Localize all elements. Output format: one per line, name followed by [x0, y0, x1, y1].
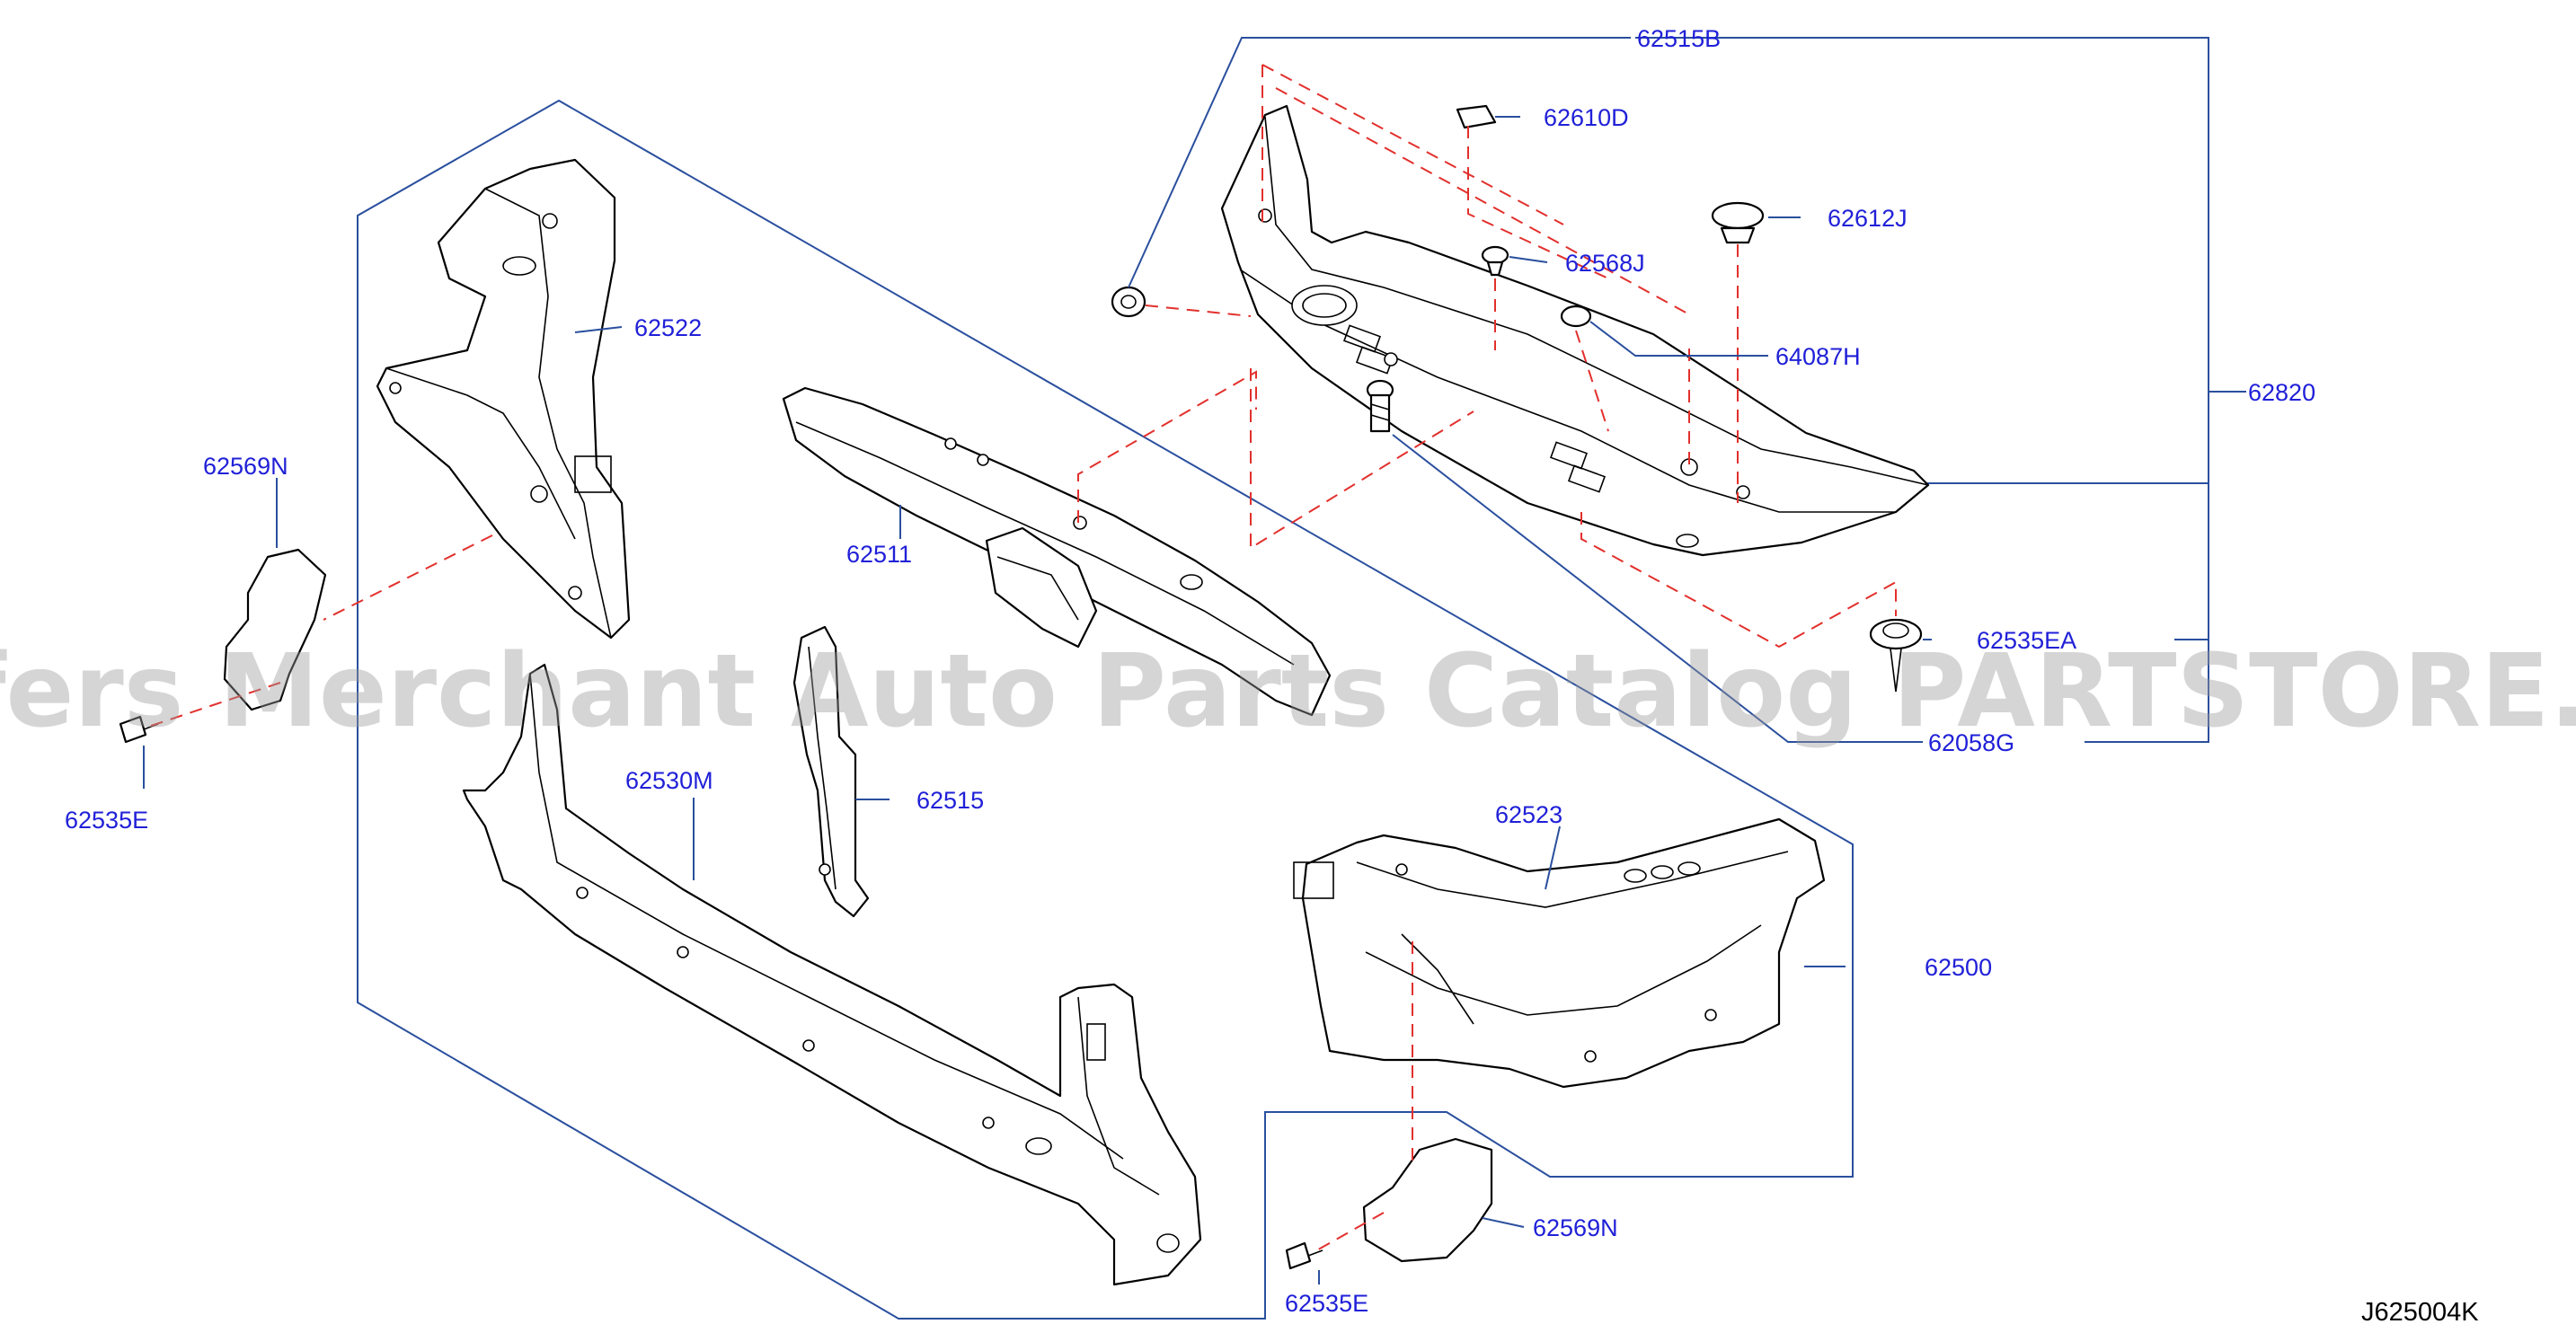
- upper-tie-bar-62511: [782, 386, 1332, 717]
- clip-62535E-bottom: [1285, 1241, 1323, 1270]
- callout-62535E-left[interactable]: 62535E: [65, 807, 148, 834]
- callout-62515[interactable]: 62515: [916, 787, 984, 814]
- dashed-line-left: [150, 534, 493, 727]
- upper-radiator-support-62820: [1220, 104, 1930, 557]
- callout-62511[interactable]: 62511: [846, 541, 912, 568]
- dashed-line-bottom: [1313, 941, 1413, 1253]
- bracket-62820: [1635, 37, 2246, 743]
- callout-62569N-bottom[interactable]: 62569N: [1533, 1214, 1618, 1241]
- air-guide-62569N-left: [223, 548, 327, 711]
- side-support-62515: [792, 625, 870, 918]
- callout-64087H[interactable]: 64087H: [1775, 343, 1861, 370]
- radiator-core-group-outline: [357, 99, 1854, 1320]
- callout-62058G[interactable]: 62058G: [1928, 729, 2014, 756]
- clip-62535E-left: [119, 715, 159, 744]
- cap-64087H: [1560, 305, 1592, 328]
- bolt-62058G: [1366, 379, 1394, 433]
- hood-lock-stay-62522: [376, 158, 631, 640]
- fastener-62515B-nut: [1111, 286, 1146, 318]
- callout-62535E-bottom[interactable]: 62535E: [1285, 1290, 1368, 1317]
- callout-62535EA[interactable]: 62535EA: [1977, 627, 2076, 654]
- watermark: Offers Merchant Auto Parts Catalog PARTS…: [0, 633, 2576, 750]
- dashed-line-upper-3: [1250, 368, 1897, 649]
- air-guide-62569N-bottom: [1362, 1137, 1493, 1263]
- callout-62820[interactable]: 62820: [2248, 379, 2315, 406]
- callout-62612J[interactable]: 62612J: [1828, 205, 1908, 232]
- diagram-code: J625004K: [2361, 1298, 2479, 1327]
- leader-lines: [143, 37, 1932, 1284]
- callout-62610D[interactable]: 62610D: [1544, 104, 1629, 131]
- clip-62568J: [1481, 245, 1509, 277]
- hood-lock-stay-62523: [1293, 817, 1826, 1089]
- callout-62515B[interactable]: 62515B: [1637, 25, 1721, 52]
- callout-62569N-left[interactable]: 62569N: [203, 453, 288, 480]
- clip-62612J: [1711, 201, 1765, 244]
- callout-62522[interactable]: 62522: [634, 314, 702, 341]
- callout-62568J[interactable]: 62568J: [1565, 250, 1645, 277]
- seal-62610D: [1456, 104, 1497, 129]
- clip-62535EA: [1869, 618, 1923, 693]
- dashed-line-tie-bar: [1077, 370, 1257, 523]
- lower-radiator-support-62530M: [462, 663, 1202, 1286]
- callout-62500[interactable]: 62500: [1925, 954, 1992, 981]
- callout-62523[interactable]: 62523: [1495, 801, 1562, 828]
- callout-62530M[interactable]: 62530M: [625, 767, 713, 794]
- dashed-line-upper-2: [1467, 126, 1739, 503]
- dashed-line-upper-1: [1145, 64, 1690, 317]
